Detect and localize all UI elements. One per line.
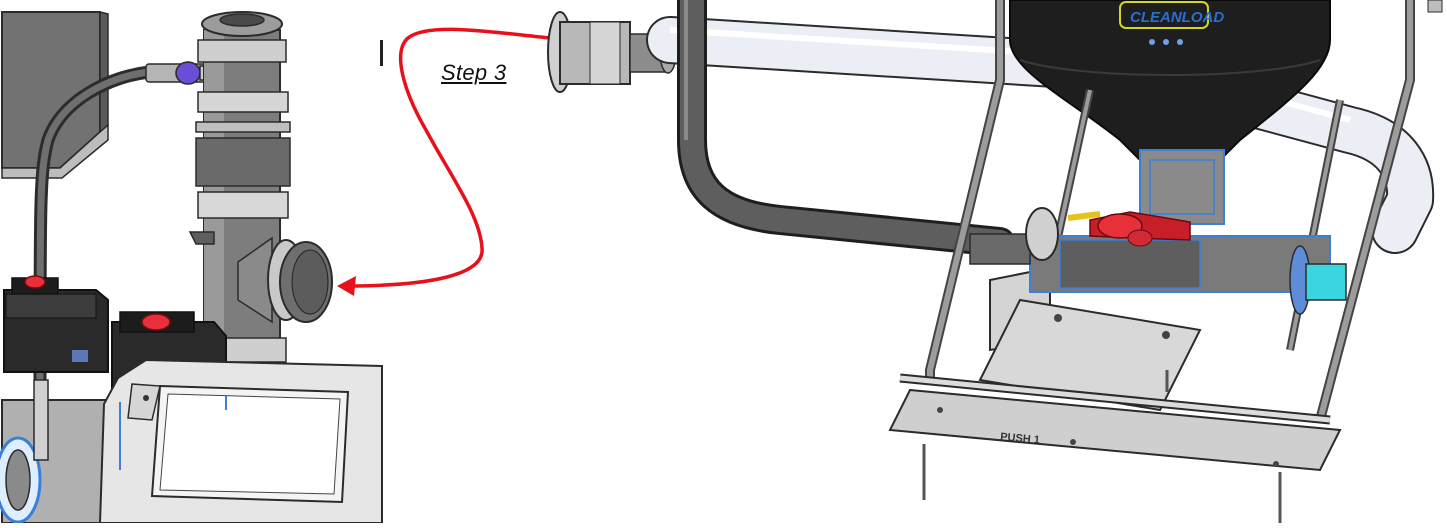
hopper: CLEANLOAD xyxy=(1009,0,1331,161)
tee-side-port xyxy=(237,236,333,324)
left-machine-assembly xyxy=(0,11,383,524)
valve-actuator-left xyxy=(3,275,109,373)
hopper-brand-label: CLEANLOAD xyxy=(1130,9,1224,26)
outlet-valve-assembly xyxy=(969,149,1347,315)
right-machine-assembly: CLEANLOAD PUSH 1 xyxy=(547,0,1443,523)
edge-mark xyxy=(380,40,383,66)
base-plate: PUSH 1 xyxy=(888,266,1342,523)
plate-marking: PUSH 1 xyxy=(1000,431,1041,446)
step-3-label: Step 3 xyxy=(441,60,507,85)
vertical-column xyxy=(188,11,291,366)
control-panel xyxy=(98,358,383,524)
step-arrow xyxy=(337,27,552,296)
frame-tube xyxy=(677,0,1015,257)
